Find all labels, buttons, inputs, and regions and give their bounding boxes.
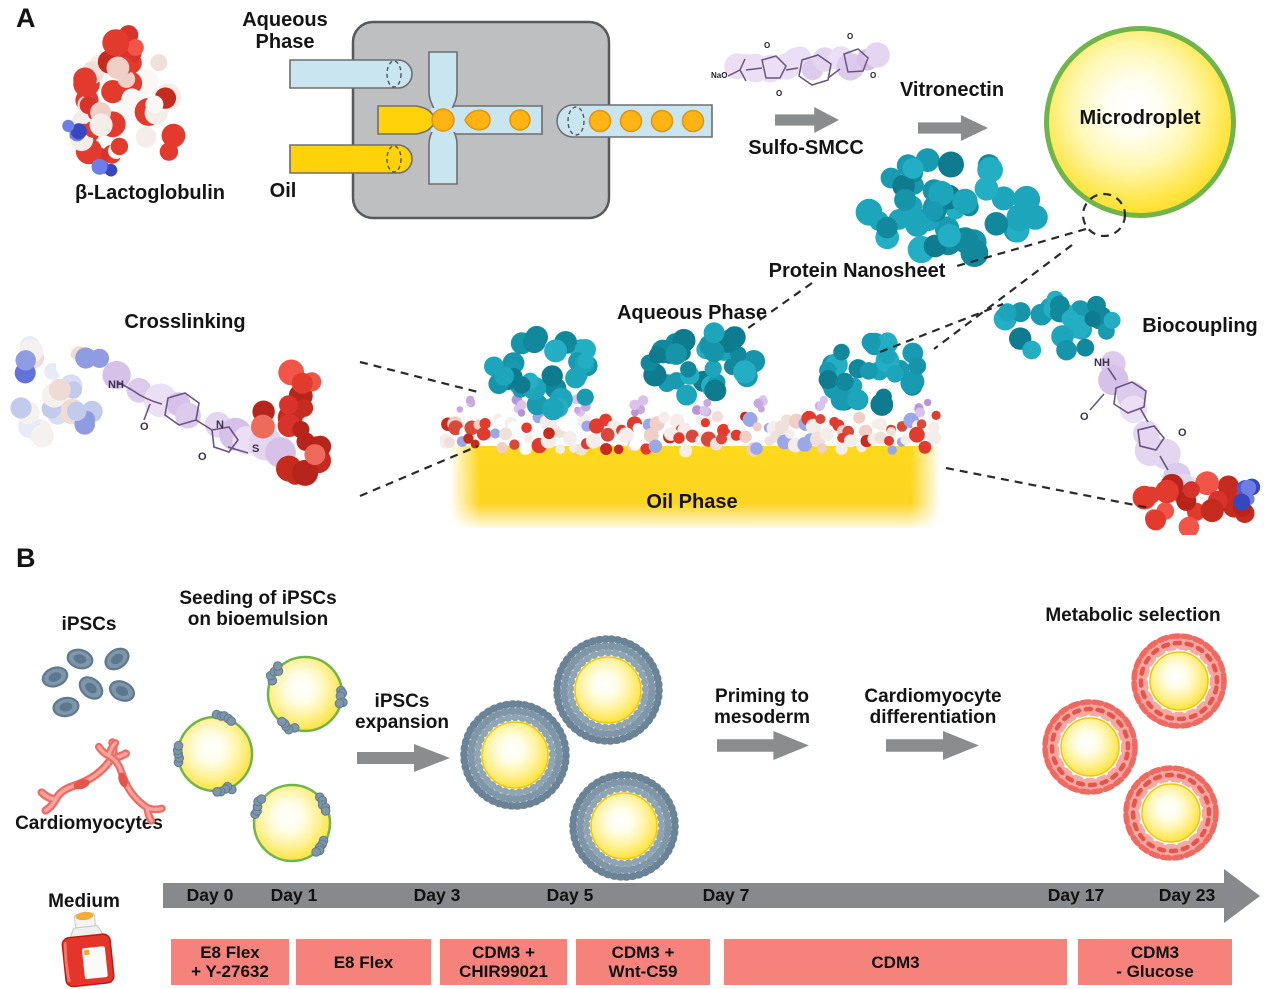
beta-lactoglobulin-protein-image [62,25,186,177]
priming-label-line2: mesoderm [713,706,811,728]
oil-phase-graphic [450,446,940,528]
priming-label: Priming to mesoderm [713,686,811,728]
medium-label: Medium [48,891,120,912]
o-atom-label: O [1080,411,1089,423]
media-bar-cdm3: CDM3 [724,939,1067,985]
expansion-arrow [357,744,450,772]
biocoupling-inset-image: NH O O S [993,290,1261,535]
nh-atom-label: NH [1094,357,1110,369]
media-bar-label: + Y-27632 [191,962,269,981]
aqueous-inlet-label: Aqueous Phase [242,9,328,53]
crosslinking-label: Crosslinking [124,311,246,333]
sulfo-smcc-molecule-image: NaO O O O O [711,32,890,98]
nao-atom-label: NaO [711,71,727,80]
sulfo-smcc-arrow [775,107,839,133]
adsorbed-vitronectin-proteins-image [484,322,927,421]
seeding-label: Seeding of iPSCs on bioemulsion [179,588,337,630]
cardiomyocyte-cells-graphic [37,738,166,825]
ipscs-label: iPSCs [61,614,117,635]
timeline-arrowhead [1224,869,1260,923]
medium-bottle-icon [61,911,115,988]
microfluidic-device [289,20,713,220]
vitronectin-protein-image [855,148,1048,267]
oil-phase-label: Oil Phase [646,491,738,513]
priming-label-line1: Priming to [715,686,809,707]
media-bar-label: Wnt-C59 [608,962,678,981]
timeline-bar [163,883,1226,908]
timeline-day-17: Day 17 [1047,885,1105,905]
expansion-label: iPSCs expansion [355,691,449,733]
media-bar-label: CDM3 [871,952,920,972]
sulfo-smcc-label: Sulfo-SMCC [748,137,864,159]
media-bar-label: E8 Flex [333,952,394,972]
timeline-day-5: Day 5 [546,885,594,905]
crosslinking-inset-image: NH O N O S [10,336,332,486]
o-atom-label: O [847,32,853,41]
microdroplet-label: Microdroplet [1079,107,1201,129]
ipsc-cells-graphic [41,647,136,718]
oil-inlet-label: Oil [269,180,297,202]
priming-arrow [717,731,809,760]
aqueous-inlet-label-line2: Phase [255,30,315,53]
o-atom-label: O [198,451,207,463]
differentiation-label-line1: Cardiomyocyte [864,686,1002,707]
media-bar-label: CDM3 [1130,943,1180,962]
media-bar-label: CHIR99021 [459,962,548,981]
cardiomyocyte-covered-droplets-graphic [1042,633,1227,861]
protein-nanosheet-label: Protein Nanosheet [768,260,946,282]
microdroplet-graphic [1044,26,1236,218]
differentiation-label-line2: differentiation [869,706,997,728]
media-bar-label: E8 Flex [200,943,260,962]
media-bar-cdm3-wntc59: CDM3 + Wnt-C59 [576,939,710,985]
media-bar-cdm3-minus-glucose: CDM3 - Glucose [1078,939,1232,985]
expansion-label-line1: iPSCs [374,691,430,712]
metabolic-selection-label: Metabolic selection [1045,605,1221,626]
cardiomyocytes-label: Cardiomyocytes [15,813,163,834]
o-atom-label: O [140,421,149,433]
timeline-day-3: Day 3 [413,885,461,905]
media-bar-e8flex: E8 Flex [296,939,431,985]
ipsc-covered-droplets-graphic [460,635,679,881]
seeded-droplets-graphic [172,655,348,863]
seeding-label-line1: Seeding of iPSCs [179,588,337,609]
timeline-day-23: Day 23 [1158,885,1216,905]
vitronectin-label: Vitronectin [899,79,1005,101]
media-bar-e8flex-y27632: E8 Flex + Y-27632 [171,939,289,985]
media-bar-label: - Glucose [1116,962,1194,981]
aqueous-inlet-tube [289,59,413,89]
panel-a-label: A [16,3,36,33]
oil-inlet-tube [289,144,413,174]
o-atom-label: O [1178,427,1187,439]
vitronectin-arrow [918,115,988,141]
timeline-day-1: Day 1 [270,885,318,905]
panel-b-artwork [37,633,1227,881]
biocoupling-label: Biocoupling [1142,315,1258,337]
timeline-day-0: Day 0 [186,885,234,905]
aqueous-phase-label: Aqueous Phase [616,302,768,324]
beta-lactoglobulin-label: β-Lactoglobulin [75,182,225,204]
media-bar-label: CDM3 + [472,943,535,962]
differentiation-arrow [886,731,979,760]
seeding-label-line2: on bioemulsion [187,608,329,630]
o-atom-label: O [764,41,770,50]
o-atom-label: O [870,71,876,80]
n-atom-label: N [216,419,224,431]
o-atom-label: O [776,89,782,98]
expansion-label-line2: expansion [355,711,449,733]
media-bar-label: CDM3 + [611,943,675,962]
differentiation-label: Cardiomyocyte differentiation [864,686,1002,728]
aqueous-inlet-label-line1: Aqueous [242,9,328,31]
timeline-day-7: Day 7 [702,885,750,905]
nh-atom-label: NH [108,379,124,391]
s-atom-label: S [252,443,259,455]
panel-b-label: B [16,543,36,573]
media-bar-cdm3-chir99021: CDM3 + CHIR99021 [440,939,567,985]
